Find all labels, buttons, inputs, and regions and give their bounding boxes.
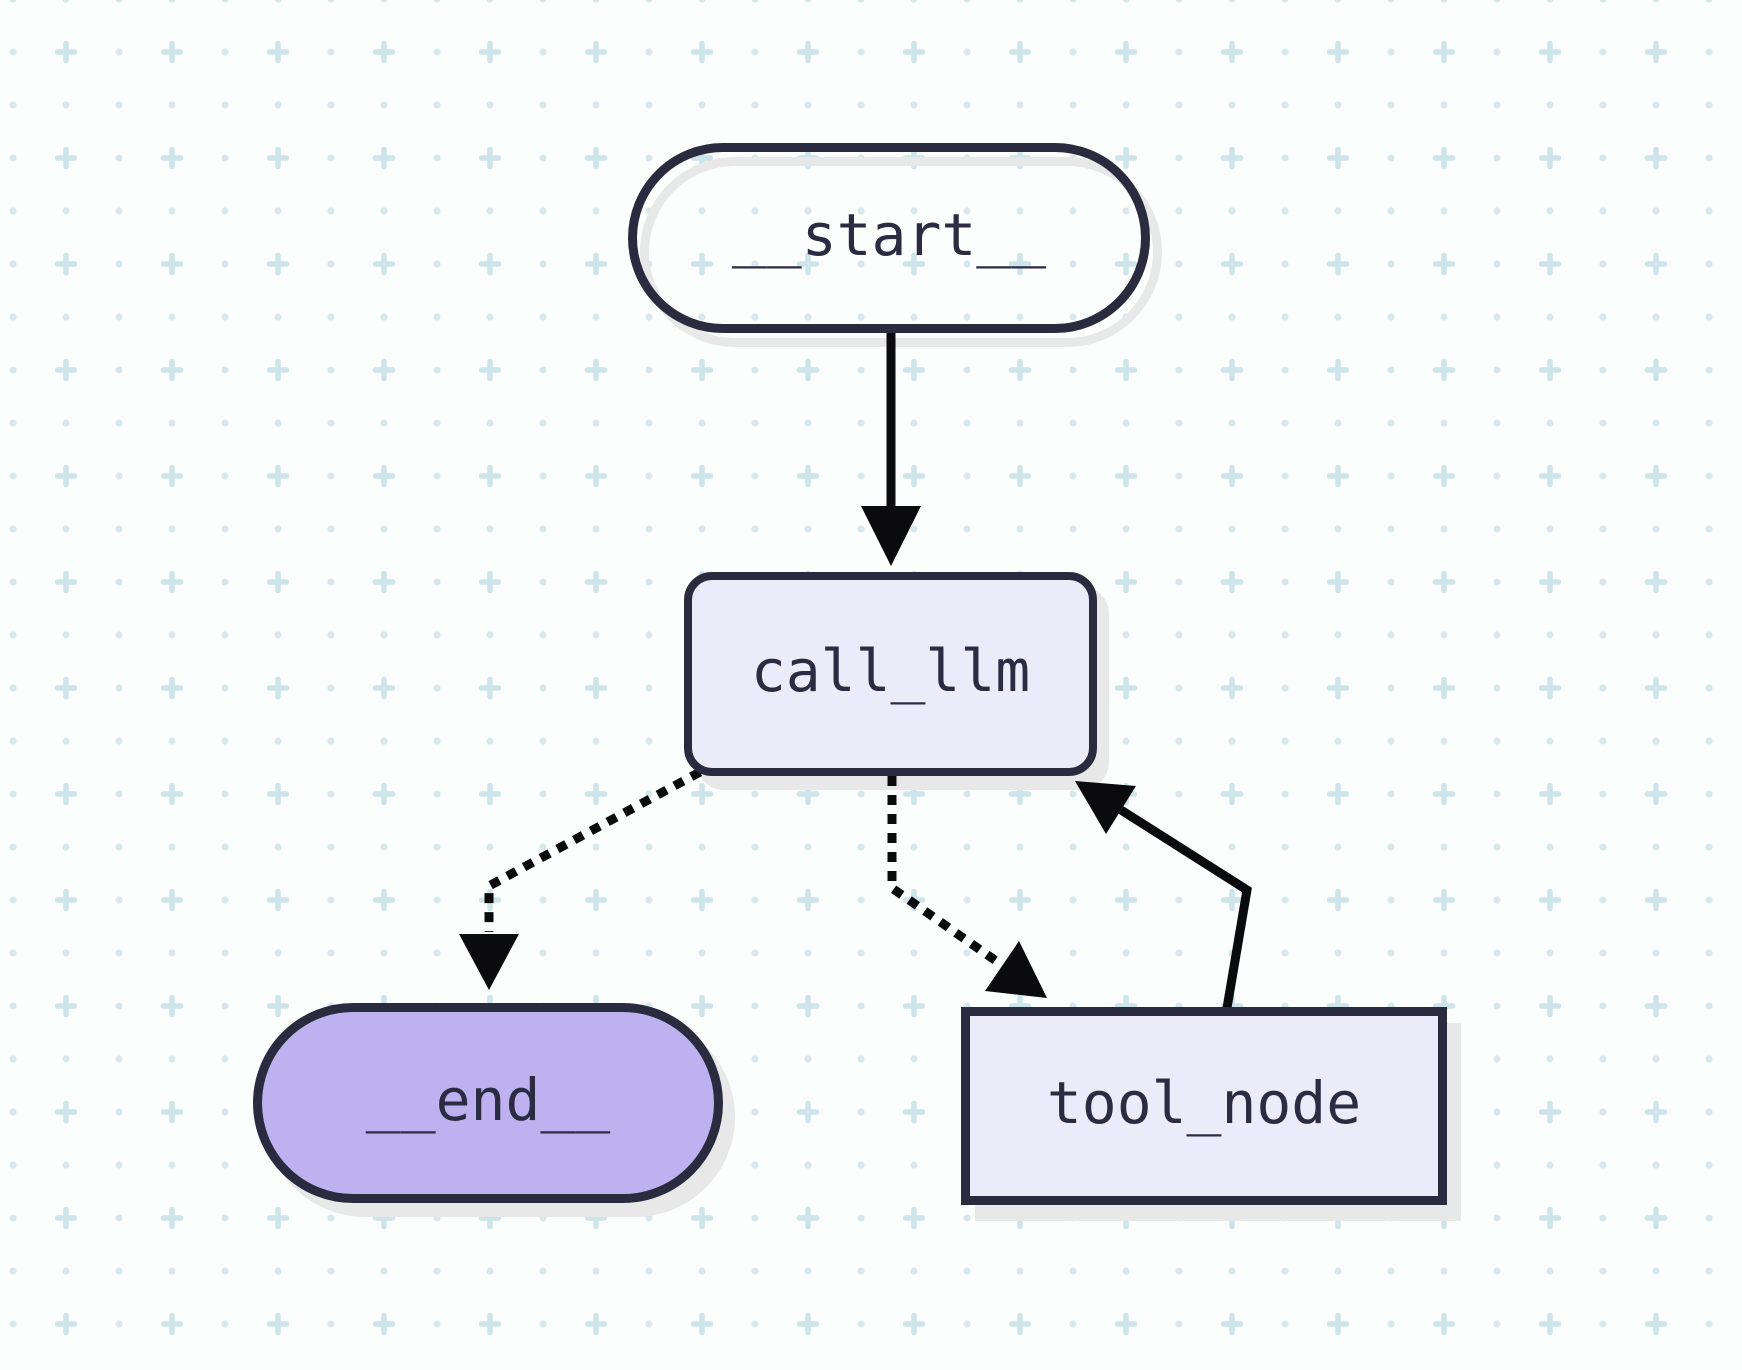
node-tool-node: tool_node: [961, 1007, 1447, 1205]
node-end-label: __end__: [365, 1066, 611, 1134]
node-tool-node-label: tool_node: [1046, 1069, 1362, 1137]
node-call-llm: call_llm: [684, 572, 1097, 776]
node-call-llm-label: call_llm: [750, 637, 1031, 705]
node-end: __end__: [253, 1003, 723, 1203]
node-start-label: __start__: [731, 201, 1047, 269]
node-start: __start__: [628, 143, 1150, 333]
